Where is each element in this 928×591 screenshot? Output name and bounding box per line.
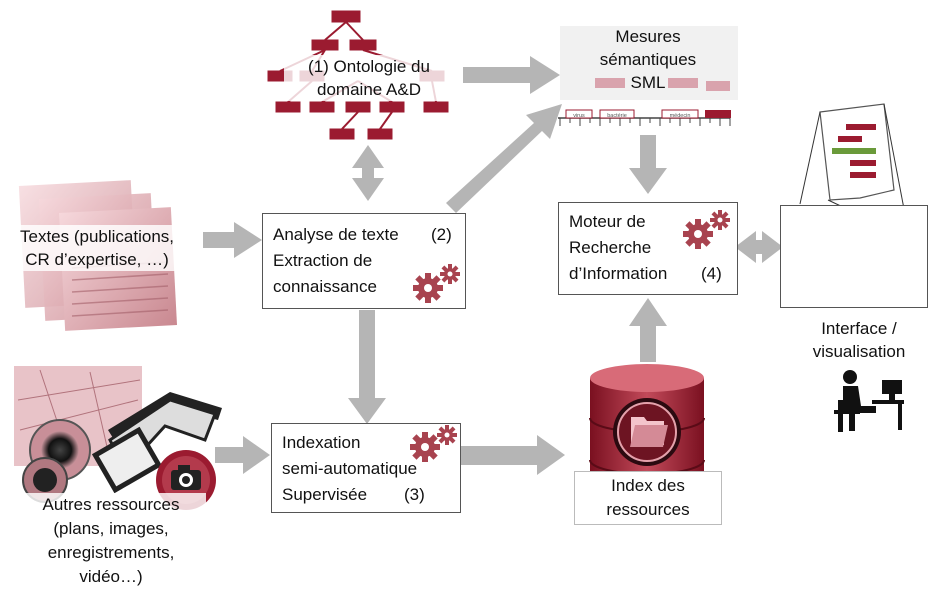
arrow-engine-interface <box>735 231 783 263</box>
sml-line2: sémantiques <box>599 50 697 69</box>
arrows <box>203 56 783 475</box>
gear-icon <box>410 425 457 462</box>
interface-line1: Interface / <box>821 319 897 338</box>
gear-icon <box>683 210 730 249</box>
camera-icon <box>156 450 216 510</box>
sml-label: Mesures sémantiques SML <box>578 25 718 94</box>
indexation-line3: Supervisée <box>282 485 368 504</box>
index-label: Index des ressources <box>574 471 722 525</box>
speaker-icon <box>22 419 91 503</box>
resources-line2: (plans, images, <box>53 519 169 538</box>
indexation-box: Indexation semi-automatique Supervisée (… <box>271 423 461 513</box>
sml-ruler-label: virus <box>573 113 585 119</box>
arrow-index-to-engine <box>629 298 667 362</box>
resources-line4: vidéo…) <box>79 567 143 586</box>
resources-label: Autres ressources (plans, images, enregi… <box>16 493 206 589</box>
arrow-indexation-to-index <box>461 435 565 475</box>
indexation-line1: Indexation <box>282 433 361 452</box>
resources-collage <box>14 366 222 510</box>
arrow-ontology-analysis <box>352 145 384 201</box>
analysis-line1: Analyse de texte <box>273 225 399 244</box>
arrow-resources-to-indexation <box>215 436 270 474</box>
ontology-label: (1) Ontologie du domaine A&D <box>284 55 454 101</box>
ontology-line2: domaine A&D <box>317 80 421 99</box>
texts-label: Textes (publications, CR d’expertise, …) <box>2 225 192 271</box>
arrow-analysis-to-sml <box>446 104 562 213</box>
interface-box <box>780 205 928 308</box>
sml-ruler-icon: virus bactérie médecin <box>558 26 738 126</box>
sml-line3: SML <box>630 73 666 92</box>
engine-line3: d’Information <box>569 264 668 283</box>
texts-line1: Textes (publications, <box>19 227 175 246</box>
resources-line3: enregistrements, <box>47 543 175 562</box>
engine-box: Moteur de Recherche d’Information (4) <box>558 202 738 295</box>
sml-ruler-label: bactérie <box>607 113 627 119</box>
arrow-sml-to-engine <box>629 135 667 194</box>
engine-line1: Moteur de <box>569 212 646 231</box>
indexation-line2: semi-automatique <box>282 459 418 478</box>
ontology-line1: (1) Ontologie du <box>308 57 430 76</box>
resources-line1: Autres ressources <box>42 495 180 514</box>
interface-line2: visualisation <box>812 342 906 361</box>
arrow-texts-to-analysis <box>203 222 262 258</box>
engine-number: (4) <box>701 264 722 283</box>
analysis-line2: Extraction de <box>273 251 373 270</box>
texts-line2: CR d’expertise, …) <box>25 250 169 269</box>
index-line1: Index des <box>611 476 685 495</box>
gear-icon <box>413 264 460 303</box>
arrow-ontology-to-sml <box>463 56 560 94</box>
indexation-number: (3) <box>404 485 425 504</box>
engine-line2: Recherche <box>569 238 652 257</box>
analysis-line3: connaissance <box>273 277 377 296</box>
index-line2: ressources <box>606 500 690 519</box>
folder-icon <box>630 417 668 447</box>
sml-line1: Mesures <box>615 27 681 46</box>
interface-label: Interface / visualisation <box>797 317 921 363</box>
arrow-analysis-to-indexation <box>348 310 386 424</box>
film-reel-icon <box>91 392 222 494</box>
analysis-number: (2) <box>431 225 452 244</box>
sml-ruler-label: médecin <box>670 113 691 119</box>
person-at-computer-icon <box>834 370 904 432</box>
